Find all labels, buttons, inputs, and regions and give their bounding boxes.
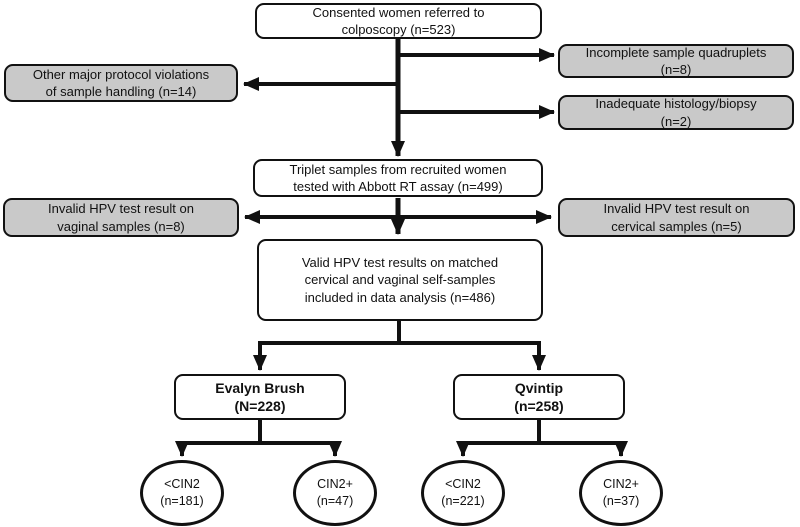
node-qvintip-cin2-plus: CIN2+ (n=37) bbox=[579, 460, 663, 526]
node-invalid-cervical: Invalid HPV test result on cervical samp… bbox=[558, 198, 795, 237]
node-qvintip-lt-cin2: <CIN2 (n=221) bbox=[421, 460, 505, 526]
node-invalid-vaginal: Invalid HPV test result on vaginal sampl… bbox=[3, 198, 239, 237]
node-incomplete-quadruplets-label: Incomplete sample quadruplets (n=8) bbox=[585, 44, 767, 77]
node-protocol-violations-label: Other major protocol violations of sampl… bbox=[32, 66, 210, 99]
node-evalyn-brush-label: Evalyn Brush (N=228) bbox=[215, 379, 305, 414]
connector-qvintip-split bbox=[463, 420, 621, 445]
node-invalid-vaginal-label: Invalid HPV test result on vaginal sampl… bbox=[48, 201, 194, 234]
node-consented-label: Consented women referred to colposcopy (… bbox=[312, 4, 485, 37]
node-invalid-cervical-label: Invalid HPV test result on cervical samp… bbox=[603, 201, 750, 234]
node-evalyn-cin2-plus: CIN2+ (n=47) bbox=[293, 460, 377, 526]
node-qvintip-lt-cin2-label: <CIN2 (n=221) bbox=[441, 477, 485, 508]
node-protocol-violations: Other major protocol violations of sampl… bbox=[4, 64, 238, 102]
node-evalyn-lt-cin2-label: <CIN2 (n=181) bbox=[160, 477, 204, 508]
node-consented: Consented women referred to colposcopy (… bbox=[255, 3, 542, 39]
connector-valid-split bbox=[260, 321, 539, 345]
connector-evalyn-split bbox=[182, 420, 335, 445]
node-qvintip-label: Qvintip (n=258) bbox=[514, 379, 564, 414]
node-incomplete-quadruplets: Incomplete sample quadruplets (n=8) bbox=[558, 44, 794, 78]
node-inadequate-histology: Inadequate histology/biopsy (n=2) bbox=[558, 95, 794, 130]
node-qvintip-cin2-plus-label: CIN2+ (n=37) bbox=[602, 477, 640, 508]
node-inadequate-histology-label: Inadequate histology/biopsy (n=2) bbox=[595, 96, 757, 129]
node-triplet-tested: Triplet samples from recruited women tes… bbox=[253, 159, 543, 197]
node-valid-matched-label: Valid HPV test results on matched cervic… bbox=[301, 255, 499, 305]
node-qvintip: Qvintip (n=258) bbox=[453, 374, 625, 420]
node-evalyn-brush: Evalyn Brush (N=228) bbox=[174, 374, 346, 420]
node-triplet-tested-label: Triplet samples from recruited women tes… bbox=[289, 161, 507, 194]
node-evalyn-cin2-plus-label: CIN2+ (n=47) bbox=[316, 477, 354, 508]
node-valid-matched: Valid HPV test results on matched cervic… bbox=[257, 239, 543, 321]
node-evalyn-lt-cin2: <CIN2 (n=181) bbox=[140, 460, 224, 526]
